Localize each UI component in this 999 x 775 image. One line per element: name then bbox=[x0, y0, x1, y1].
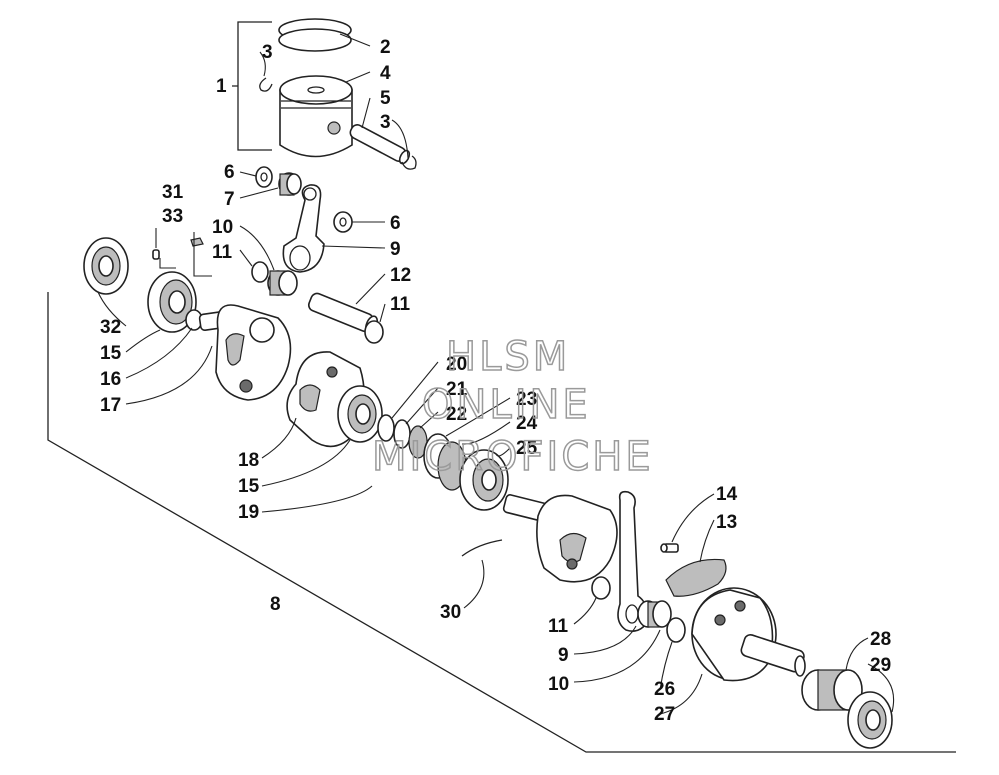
connecting-rod-upper bbox=[282, 184, 325, 273]
callout-3a: 3 bbox=[262, 42, 273, 63]
callout-6a: 6 bbox=[224, 162, 235, 183]
middle-crank-assembly bbox=[286, 351, 509, 557]
callout-4: 4 bbox=[380, 63, 391, 84]
callout-11b: 11 bbox=[390, 294, 411, 315]
callout-24: 24 bbox=[516, 413, 538, 434]
balance-weight bbox=[665, 558, 727, 597]
watermark: HLSM ONLINE MICROFICHE bbox=[371, 333, 654, 481]
crankshaft-assembly-bracket bbox=[47, 292, 956, 753]
callout-3b: 3 bbox=[380, 112, 391, 133]
big-end-needle-bearing-upper bbox=[267, 270, 298, 296]
callout-30: 30 bbox=[440, 602, 461, 623]
left-crank-assembly bbox=[83, 228, 292, 401]
callout-labels: 1 2 3 4 5 3 6 7 6 10 9 11 12 11 31 33 32… bbox=[100, 37, 891, 725]
watermark-line-2: ONLINE bbox=[422, 382, 591, 428]
callout-29: 29 bbox=[870, 655, 891, 676]
upper-rod-group bbox=[251, 166, 384, 344]
main-bearing-left bbox=[147, 271, 197, 333]
thrust-washer-6a bbox=[255, 166, 273, 188]
crank-flywheel-drive bbox=[691, 587, 777, 682]
piston-pin bbox=[349, 124, 411, 165]
callout-15b: 15 bbox=[238, 476, 260, 497]
callout-8: 8 bbox=[270, 594, 281, 615]
callout-25: 25 bbox=[516, 438, 538, 459]
callout-6b: 6 bbox=[390, 213, 401, 234]
callout-2: 2 bbox=[380, 37, 391, 58]
washer-11b bbox=[364, 320, 384, 344]
main-bearing-center bbox=[337, 385, 383, 443]
callout-19: 19 bbox=[238, 502, 259, 523]
callout-9b: 9 bbox=[558, 645, 569, 666]
right-crank-assembly bbox=[502, 490, 893, 749]
piston bbox=[279, 89, 353, 158]
callout-33: 33 bbox=[162, 206, 183, 227]
callout-23: 23 bbox=[516, 389, 537, 410]
callout-21: 21 bbox=[446, 379, 468, 400]
callout-10b: 10 bbox=[548, 674, 569, 695]
callout-31: 31 bbox=[162, 182, 184, 203]
circlip-right bbox=[401, 155, 417, 170]
watermark-line-3: MICROFICHE bbox=[372, 434, 654, 480]
woodruff-key bbox=[190, 237, 204, 247]
callout-28: 28 bbox=[870, 629, 891, 650]
piston-pin-boss bbox=[327, 121, 341, 135]
callout-22: 22 bbox=[446, 404, 467, 425]
watermark-line-1: HLSM bbox=[446, 334, 570, 380]
piston-crown bbox=[279, 75, 353, 105]
callout-16: 16 bbox=[100, 369, 121, 390]
callout-20: 20 bbox=[446, 354, 467, 375]
callout-10a: 10 bbox=[212, 217, 233, 238]
callout-5: 5 bbox=[380, 88, 391, 109]
piston-group bbox=[232, 18, 417, 170]
main-bearing-center-2 bbox=[459, 449, 509, 511]
piston-kit-bracket bbox=[232, 21, 272, 151]
callout-12: 12 bbox=[390, 265, 411, 286]
callout-17: 17 bbox=[100, 395, 121, 416]
callout-18: 18 bbox=[238, 450, 259, 471]
callout-11c: 11 bbox=[548, 616, 569, 637]
crank-flywheel-left bbox=[198, 304, 292, 401]
callout-14: 14 bbox=[716, 484, 738, 505]
washer-11a bbox=[251, 261, 269, 283]
callout-32: 32 bbox=[100, 317, 121, 338]
piston-ring-lower bbox=[278, 28, 352, 52]
dowel-pin bbox=[152, 249, 160, 260]
washer-26 bbox=[666, 617, 686, 643]
callout-9a: 9 bbox=[390, 239, 401, 260]
callout-11a: 11 bbox=[212, 242, 233, 263]
callout-1: 1 bbox=[216, 76, 227, 97]
thrust-washer-6b bbox=[333, 211, 353, 233]
callout-15a: 15 bbox=[100, 343, 122, 364]
callout-27: 27 bbox=[654, 704, 675, 725]
circlip-left bbox=[259, 77, 273, 92]
roller-bearing bbox=[801, 669, 863, 711]
leader-lines bbox=[97, 33, 895, 715]
big-end-needle-bearing-lower bbox=[637, 600, 672, 628]
snap-ring bbox=[461, 539, 503, 557]
washer-11c bbox=[591, 576, 611, 600]
main-bearing-right bbox=[847, 691, 893, 749]
small-end-needle-bearing bbox=[278, 172, 302, 196]
balance-weight-screw bbox=[660, 543, 679, 553]
callout-26: 26 bbox=[654, 679, 675, 700]
callout-7: 7 bbox=[224, 189, 235, 210]
callout-13: 13 bbox=[716, 512, 737, 533]
piston-crown-dish bbox=[307, 86, 325, 94]
